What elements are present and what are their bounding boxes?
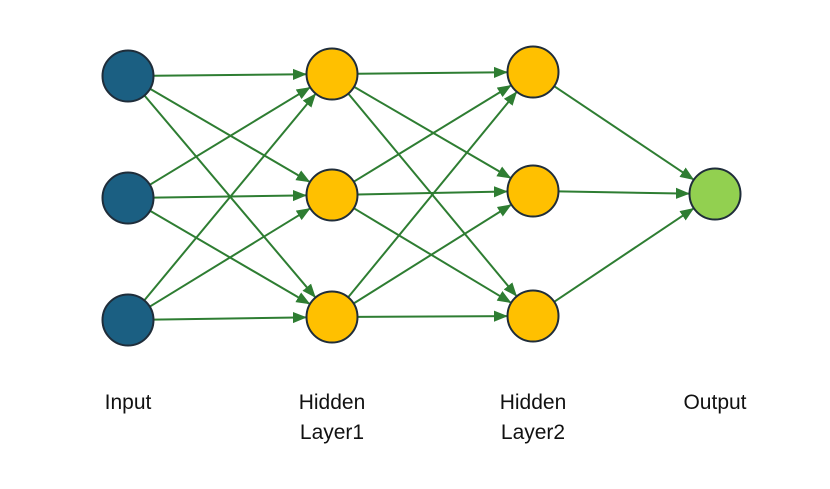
- layer-label-hidden-layer1: Hidden Layer1: [299, 388, 366, 448]
- input-node: [101, 171, 155, 225]
- layer-label-line: Output: [683, 391, 747, 414]
- hidden-node: [305, 290, 359, 344]
- layer-label-line: Layer2: [500, 421, 566, 444]
- output-node: [688, 167, 742, 221]
- connection-arrow: [357, 186, 508, 198]
- connection-arrow: [353, 84, 512, 183]
- connection-arrow: [353, 85, 512, 179]
- layer-label-line: Hidden: [298, 391, 366, 414]
- layer-label-hidden-layer2: Hidden Layer2: [500, 388, 567, 448]
- connection-arrow: [347, 91, 518, 298]
- connection-arrow: [357, 310, 508, 322]
- connection-arrow: [553, 85, 695, 181]
- connection-arrow: [353, 204, 512, 305]
- layer-label-line: Hidden: [499, 391, 567, 414]
- input-node: [101, 293, 155, 347]
- connection-arrow: [149, 86, 311, 186]
- input-node: [101, 49, 155, 103]
- hidden-node: [305, 168, 359, 222]
- layer-label-line: Layer1: [299, 421, 365, 444]
- connection-arrow: [357, 66, 508, 79]
- connection-arrow: [143, 93, 316, 302]
- neurons: [101, 45, 742, 347]
- connection-arrow: [558, 187, 690, 199]
- connection-arrow: [153, 68, 307, 81]
- hidden-node: [305, 47, 359, 101]
- layer-label-line: Input: [104, 391, 152, 414]
- connections: [143, 66, 695, 324]
- layer-label-output: Output: [683, 388, 746, 418]
- hidden-node: [506, 45, 560, 99]
- hidden-node: [506, 289, 560, 343]
- connection-arrow: [149, 207, 311, 308]
- connection-arrow: [153, 311, 307, 324]
- layer-label-input: Input: [105, 388, 152, 418]
- connection-arrow: [553, 207, 695, 303]
- hidden-node: [506, 164, 560, 218]
